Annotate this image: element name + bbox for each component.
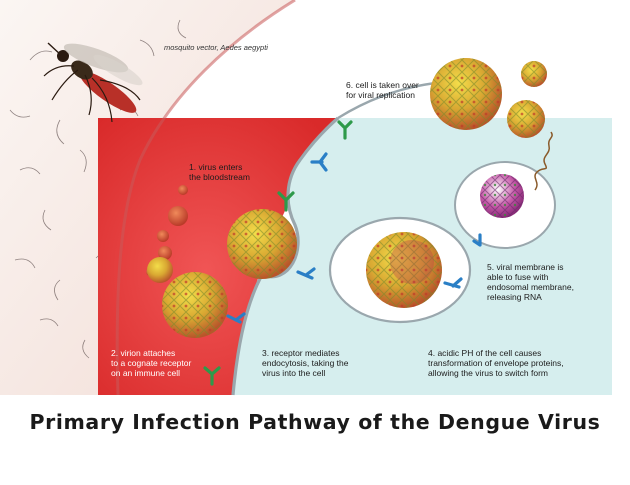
skin-hairs (9, 19, 187, 359)
virus-icon (521, 61, 547, 87)
virus-icon (430, 58, 502, 130)
diagram-title: Primary Infection Pathway of the Dengue … (29, 410, 601, 434)
bloodstream (98, 118, 338, 395)
rna-strand-icon (534, 131, 553, 191)
skin-surface (0, 0, 295, 395)
receptor-icon (226, 152, 482, 324)
virus-icon (507, 100, 545, 138)
virus-icon (162, 272, 228, 338)
mosquito-icon (43, 42, 143, 123)
virus-icon (227, 209, 297, 279)
cell-membrane (231, 116, 340, 396)
virus-icon (366, 232, 442, 308)
mosquito-label: mosquito vector, Aedes aegypti (164, 43, 268, 52)
receptor-icon (203, 120, 353, 386)
blood-particles (146, 185, 188, 283)
virus-icon (480, 174, 524, 218)
vessel-wall (115, 0, 296, 396)
